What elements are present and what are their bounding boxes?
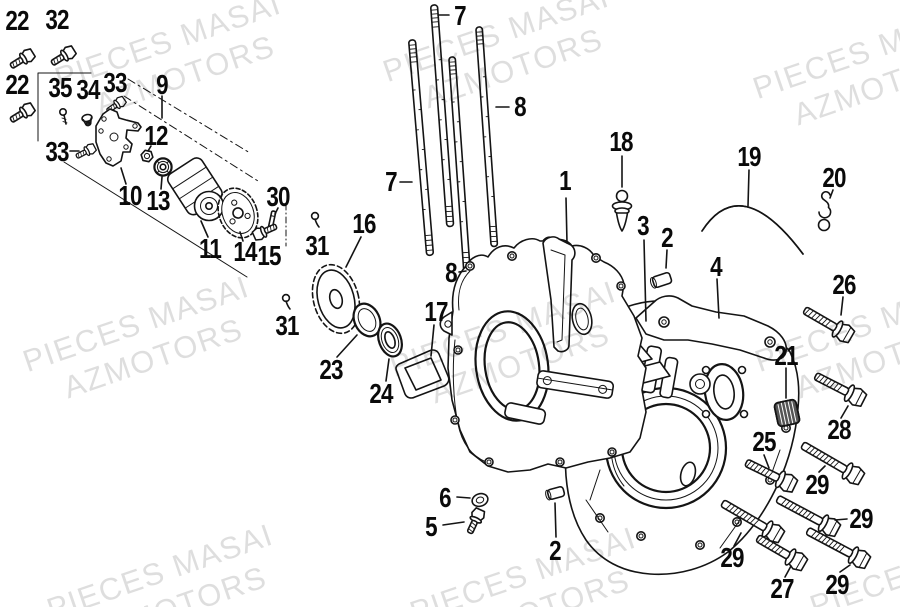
part-number-19: 19 [737,141,761,172]
part-number-18: 18 [609,126,633,157]
part-number-16: 16 [352,208,376,239]
part-number-12: 12 [144,120,168,151]
oil-pump-11 [166,157,225,222]
screw-35 [58,108,68,125]
group-bracket [37,72,92,142]
part-number-8-1: 8 [514,91,526,122]
part-number-22-2: 22 [5,69,29,100]
part-number-29-2: 29 [849,503,873,534]
stud-7b [430,4,455,228]
oil-seal-13 [153,157,173,177]
part-number-15: 15 [257,240,281,271]
part-number-7-2: 7 [385,166,397,197]
roller-bearing-21 [773,398,801,428]
seal-24 [377,322,403,358]
o-ring-23 [352,302,382,338]
drive-sprocket-16 [311,263,361,335]
stud-8a [448,56,471,273]
part-number-10: 10 [118,180,142,211]
part-number-32: 32 [45,4,69,35]
stud-7a [408,39,435,257]
part-number-1: 1 [559,165,571,196]
part-number-3: 3 [637,210,649,241]
part-number-8-2: 8 [445,257,457,288]
part-number-2-1: 2 [661,222,673,253]
part-number-31-2: 31 [275,310,299,341]
dowel-pin-2b [545,485,566,501]
part-number-6: 6 [439,482,451,513]
part-number-27: 27 [770,573,794,604]
bolt-26 [799,301,857,346]
drain-valve-18 [611,189,633,232]
part-number-29-4: 29 [825,569,849,600]
centerlines [37,72,287,278]
part-number-21: 21 [774,340,798,371]
part-number-35: 35 [48,72,72,103]
part-number-29-1: 29 [805,469,829,500]
part-number-24: 24 [369,378,393,409]
part-number-13: 13 [146,185,170,216]
clip-20 [817,191,832,232]
part-number-30: 30 [266,181,290,212]
stud-8b [475,26,499,248]
part-number-5: 5 [425,511,437,542]
screw-31a [310,211,320,228]
part-number-26: 26 [832,269,856,300]
part-number-4: 4 [710,251,722,282]
pump-gasket-10 [95,108,142,167]
washer-34 [81,113,93,127]
crankcase-left-half [439,236,647,473]
screw-31b [281,293,291,310]
part-number-11: 11 [198,233,222,264]
cam-chain-guide [701,205,804,255]
part-number-17: 17 [424,296,448,327]
part-number-7-1: 7 [454,0,466,31]
pump-sprocket-14 [217,187,259,239]
engine-mount-arm [635,295,788,361]
gasket-face-rib [542,236,576,353]
part-number-28: 28 [827,414,851,445]
part-number-31-1: 31 [305,230,329,261]
part-number-33-2: 33 [45,136,69,167]
nut-12 [140,149,154,163]
washer-6 [471,492,489,508]
part-number-9: 9 [156,69,168,100]
part-number-14: 14 [233,236,257,267]
part-number-20: 20 [822,162,846,193]
leader-lines [69,14,851,578]
screw-32 [47,43,79,70]
part-number-29-3: 29 [720,542,744,573]
part-number-33-1: 33 [103,67,127,98]
oil-strainer-17 [395,349,450,399]
part-number-34: 34 [76,74,100,105]
part-number-22-1: 22 [5,5,29,36]
dowel-pin-2a [649,271,673,289]
bolt-5 [462,506,488,537]
screw-22b [6,100,38,127]
part-number-2-2: 2 [549,535,561,566]
bolt-28 [810,367,869,410]
part-number-23: 23 [319,354,343,385]
part-number-25: 25 [752,426,776,457]
